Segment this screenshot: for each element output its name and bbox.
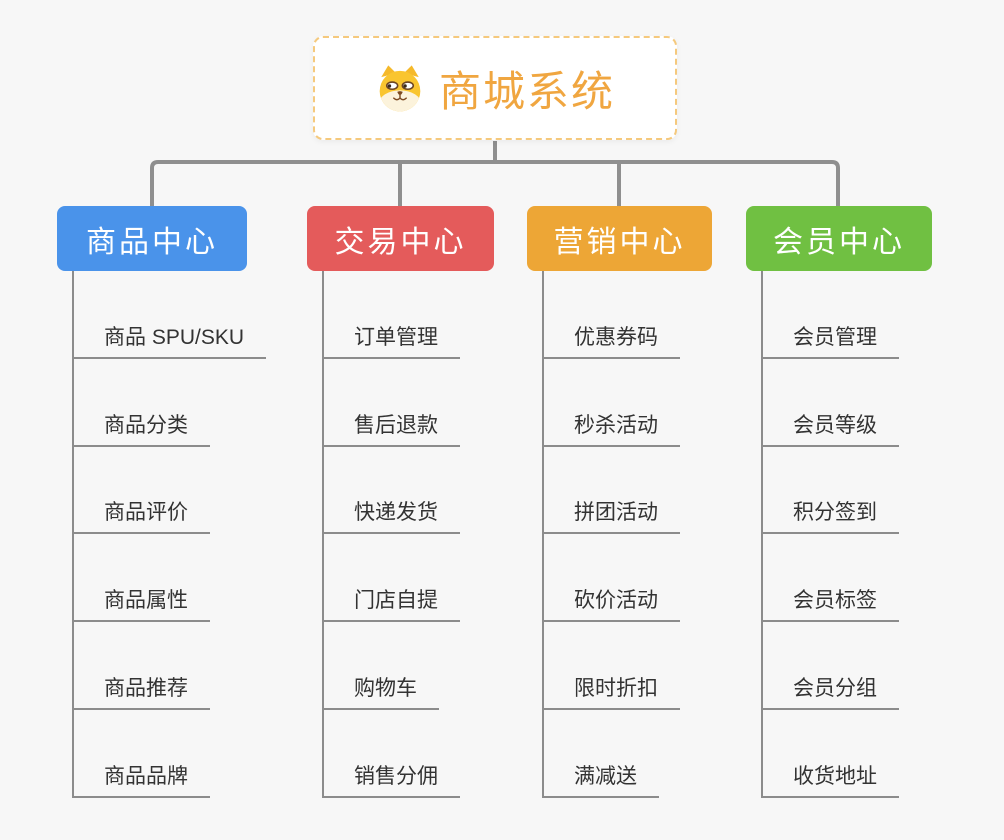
mindmap-item-label: 秒杀活动 <box>544 409 680 447</box>
branch-header-trade-center[interactable]: 交易中心 <box>307 206 494 271</box>
branch-items-member-center: 会员管理 会员等级 积分签到 会员标签 会员分组 收货地址 <box>761 271 932 798</box>
mindmap-item[interactable]: 砍价活动 <box>544 534 712 623</box>
mindmap-item-label: 订单管理 <box>324 321 460 359</box>
mindmap-item-label: 商品评价 <box>74 496 210 535</box>
branch-header-marketing-center[interactable]: 营销中心 <box>527 206 712 271</box>
root-node-title: 商城系统 <box>438 67 615 115</box>
mindmap-item[interactable]: 积分签到 <box>763 447 932 535</box>
mindmap-item-label: 优惠券码 <box>544 321 680 359</box>
mindmap-item[interactable]: 商品 SPU/SKU <box>74 271 267 359</box>
mindmap-item-label: 会员分组 <box>763 672 899 711</box>
mindmap-item-label: 收货地址 <box>763 760 899 798</box>
mindmap-item[interactable]: 商品评价 <box>74 447 266 535</box>
mindmap-item[interactable]: 拼团活动 <box>544 447 712 535</box>
mindmap-item-label: 砍价活动 <box>544 584 680 623</box>
branch-items-marketing-center: 优惠券码 秒杀活动 拼团活动 砍价活动 限时折扣 满减送 <box>542 271 712 798</box>
branch-trade-center: 交易中心 订单管理 售后退款 快递发货 门店自提 购物车 销售分佣 <box>307 206 494 798</box>
mindmap-item[interactable]: 商品推荐 <box>74 622 266 711</box>
mindmap-item[interactable]: 限时折扣 <box>544 622 712 711</box>
mindmap-item-label: 商品推荐 <box>74 672 210 711</box>
mindmap-item-label: 积分签到 <box>763 496 899 535</box>
mindmap-item[interactable]: 订单管理 <box>324 271 494 359</box>
mindmap-item[interactable]: 优惠券码 <box>544 271 712 359</box>
mindmap-item-label: 商品品牌 <box>74 760 210 798</box>
mindmap-item[interactable]: 会员分组 <box>763 622 932 711</box>
branch-marketing-center: 营销中心 优惠券码 秒杀活动 拼团活动 砍价活动 限时折扣 满减送 <box>527 206 712 798</box>
mindmap-item-label: 满减送 <box>544 760 659 798</box>
mindmap-item[interactable]: 会员等级 <box>763 359 932 447</box>
mindmap-item-label: 销售分佣 <box>324 760 460 798</box>
shiba-dog-icon <box>379 65 421 112</box>
mindmap-item-label: 商品属性 <box>74 584 210 623</box>
branch-header-product-center[interactable]: 商品中心 <box>57 206 247 271</box>
mindmap-item-label: 会员等级 <box>763 409 899 447</box>
root-node[interactable]: 商城系统 <box>313 36 677 140</box>
mindmap-item-label: 拼团活动 <box>544 496 680 535</box>
mindmap-item[interactable]: 收货地址 <box>763 710 932 798</box>
mindmap-item-label: 会员管理 <box>763 321 899 359</box>
mindmap-item[interactable]: 商品品牌 <box>74 710 266 798</box>
mindmap-item[interactable]: 门店自提 <box>324 534 494 623</box>
mindmap-item-label: 商品 SPU/SKU <box>74 321 267 359</box>
mindmap-item[interactable]: 秒杀活动 <box>544 359 712 447</box>
mindmap-item[interactable]: 商品属性 <box>74 534 266 623</box>
mindmap-item-label: 限时折扣 <box>544 672 680 711</box>
mindmap-item-label: 快递发货 <box>324 496 460 535</box>
branch-member-center: 会员中心 会员管理 会员等级 积分签到 会员标签 会员分组 收货地址 <box>746 206 932 798</box>
mindmap-item-label: 售后退款 <box>324 409 460 447</box>
mindmap-item[interactable]: 销售分佣 <box>324 710 494 798</box>
mindmap-item[interactable]: 满减送 <box>544 710 712 798</box>
mindmap-item[interactable]: 购物车 <box>324 622 494 711</box>
mindmap-item[interactable]: 会员标签 <box>763 534 932 623</box>
branch-product-center: 商品中心 商品 SPU/SKU 商品分类 商品评价 商品属性 商品推荐 商品品牌 <box>57 206 267 798</box>
mindmap-item[interactable]: 会员管理 <box>763 271 932 359</box>
branch-header-member-center[interactable]: 会员中心 <box>746 206 932 271</box>
mindmap-item[interactable]: 快递发货 <box>324 447 494 535</box>
mindmap-item-label: 购物车 <box>324 672 439 711</box>
mindmap-item[interactable]: 商品分类 <box>74 359 266 447</box>
mindmap-item[interactable]: 售后退款 <box>324 359 494 447</box>
branch-items-product-center: 商品 SPU/SKU 商品分类 商品评价 商品属性 商品推荐 商品品牌 <box>72 271 267 798</box>
branch-items-trade-center: 订单管理 售后退款 快递发货 门店自提 购物车 销售分佣 <box>322 271 494 798</box>
mindmap-item-label: 门店自提 <box>324 584 460 623</box>
mindmap-item-label: 商品分类 <box>74 409 210 447</box>
mindmap-item-label: 会员标签 <box>763 584 899 623</box>
